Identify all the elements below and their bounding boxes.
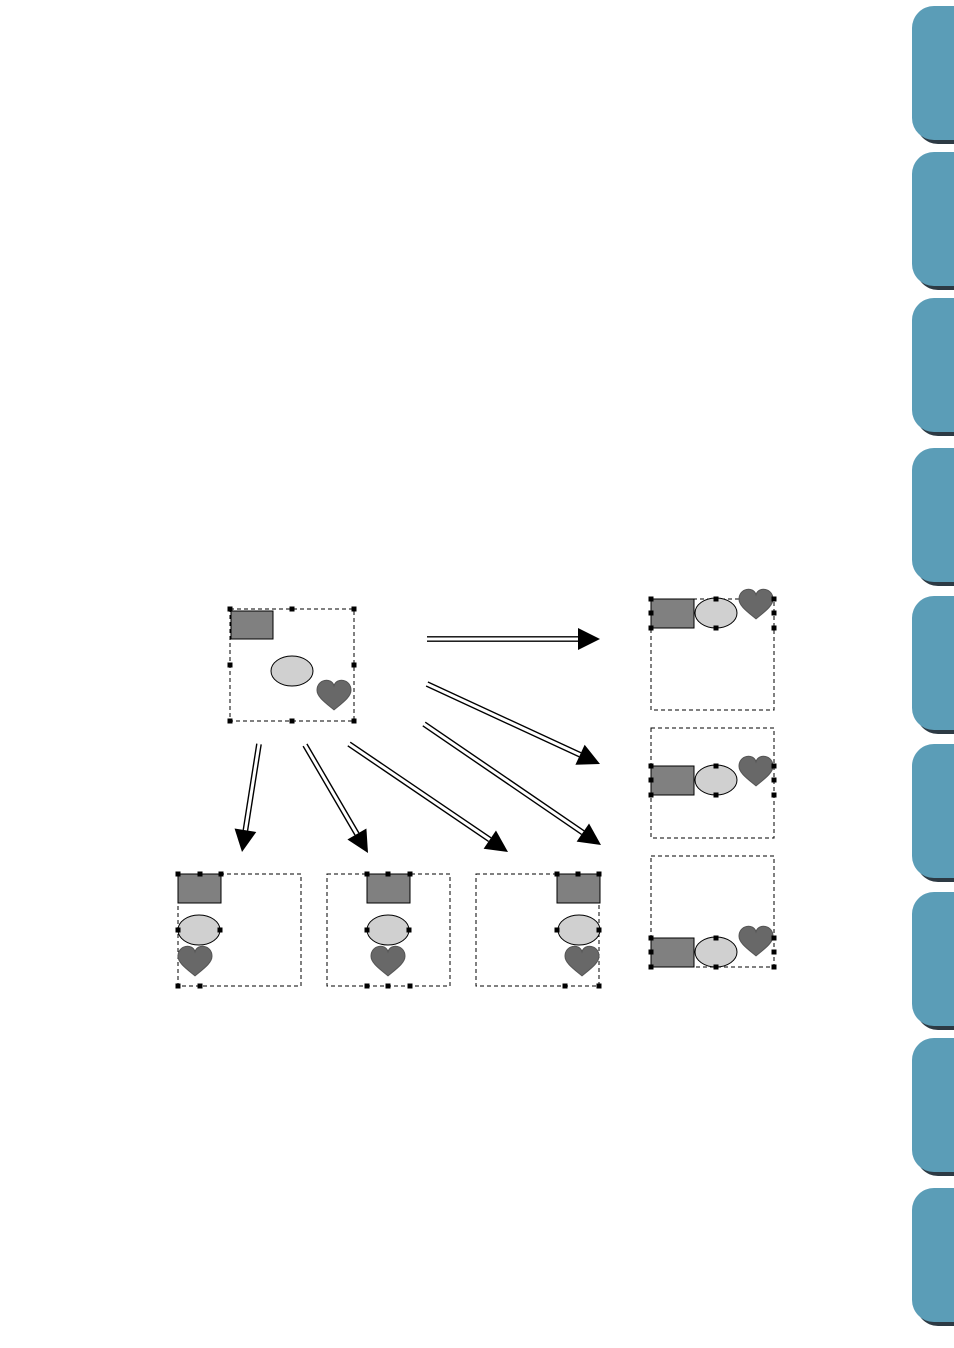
arrow-to-align-bottom bbox=[423, 722, 601, 845]
arrow-shaft-line bbox=[428, 682, 581, 753]
align-top-group bbox=[649, 589, 777, 710]
selection-handle bbox=[176, 872, 181, 877]
selection-handle bbox=[772, 793, 777, 798]
selection-handle bbox=[649, 778, 654, 783]
heart-shape bbox=[739, 926, 773, 956]
arrow-shaft-line bbox=[303, 746, 355, 835]
selection-handle bbox=[772, 611, 777, 616]
arrow-head bbox=[575, 745, 600, 765]
selection-handle bbox=[198, 984, 203, 989]
selection-handle bbox=[219, 872, 224, 877]
heart-shape bbox=[565, 946, 599, 976]
selection-handle bbox=[352, 607, 357, 612]
selection-handle bbox=[714, 764, 719, 769]
selection-handle bbox=[365, 928, 370, 933]
selection-handle bbox=[649, 950, 654, 955]
selection-handle bbox=[597, 872, 602, 877]
align-left-group bbox=[176, 872, 302, 989]
selection-handle bbox=[649, 936, 654, 941]
heart-shape bbox=[739, 756, 773, 786]
selection-handle bbox=[714, 965, 719, 970]
ellipse-shape bbox=[695, 765, 737, 795]
selection-handle bbox=[408, 872, 413, 877]
selection-handle bbox=[563, 984, 568, 989]
selection-handle bbox=[228, 719, 233, 724]
align-bottom-group bbox=[649, 856, 777, 970]
selection-handle bbox=[576, 872, 581, 877]
arrow-shaft-line bbox=[426, 686, 579, 757]
selection-handle bbox=[772, 965, 777, 970]
selection-handle bbox=[649, 597, 654, 602]
rectangle-shape bbox=[231, 611, 273, 639]
selection-handle bbox=[555, 928, 560, 933]
align-middle-group bbox=[649, 728, 777, 838]
selection-handle bbox=[218, 928, 223, 933]
selection-handle bbox=[714, 626, 719, 631]
ellipse-shape bbox=[695, 598, 737, 628]
selection-handle bbox=[649, 965, 654, 970]
align-center-group bbox=[327, 872, 450, 989]
selection-handle bbox=[649, 611, 654, 616]
selection-handle bbox=[649, 626, 654, 631]
rectangle-shape bbox=[178, 874, 221, 903]
arrow-to-align-middle bbox=[426, 682, 600, 765]
ellipse-shape bbox=[271, 656, 313, 686]
arrow-shaft-line bbox=[350, 742, 491, 838]
heart-shape bbox=[317, 680, 351, 710]
selection-handle bbox=[714, 793, 719, 798]
selection-handle bbox=[772, 778, 777, 783]
selection-handle bbox=[408, 984, 413, 989]
arrow-shaft-line bbox=[307, 744, 359, 833]
selection-handle bbox=[365, 984, 370, 989]
selection-handle bbox=[228, 663, 233, 668]
arrow-shaft-line bbox=[348, 746, 489, 842]
selection-handle bbox=[198, 872, 203, 877]
selection-handle bbox=[386, 984, 391, 989]
selection-handle bbox=[407, 928, 412, 933]
selection-handle bbox=[714, 597, 719, 602]
arrow-head bbox=[235, 829, 257, 852]
selection-handle bbox=[714, 936, 719, 941]
align-right-group bbox=[476, 872, 602, 989]
rectangle-shape bbox=[651, 766, 694, 795]
selection-handle bbox=[386, 872, 391, 877]
selection-handle bbox=[352, 663, 357, 668]
selection-handle bbox=[176, 984, 181, 989]
arrow-to-align-right bbox=[348, 742, 508, 852]
selection-handle bbox=[352, 719, 357, 724]
selection-handle bbox=[597, 984, 602, 989]
selection-handle bbox=[772, 764, 777, 769]
heart-shape bbox=[178, 946, 212, 976]
arrow-to-align-center bbox=[303, 744, 368, 853]
selection-handle bbox=[649, 764, 654, 769]
selection-handle bbox=[772, 950, 777, 955]
arrow-to-align-top bbox=[427, 628, 600, 650]
selection-handle bbox=[649, 793, 654, 798]
selection-handle bbox=[290, 719, 295, 724]
groups-layer bbox=[176, 589, 777, 988]
heart-shape bbox=[739, 589, 773, 619]
ellipse-shape bbox=[367, 915, 409, 945]
selection-handle bbox=[228, 607, 233, 612]
selection-handle bbox=[772, 936, 777, 941]
selection-handle bbox=[176, 928, 181, 933]
rectangle-shape bbox=[367, 874, 410, 903]
selection-handle bbox=[365, 872, 370, 877]
selection-handle bbox=[555, 872, 560, 877]
arrow-head bbox=[578, 628, 600, 650]
selection-handle bbox=[772, 597, 777, 602]
rectangle-shape bbox=[651, 938, 694, 967]
ellipse-shape bbox=[695, 937, 737, 967]
original-selection-group bbox=[228, 607, 357, 724]
heart-shape bbox=[371, 946, 405, 976]
selection-handle bbox=[772, 626, 777, 631]
selection-handle bbox=[597, 928, 602, 933]
selection-handle bbox=[290, 607, 295, 612]
ellipse-shape bbox=[178, 915, 220, 945]
arrow-to-align-left bbox=[235, 744, 262, 852]
ellipse-shape bbox=[558, 915, 600, 945]
rectangle-shape bbox=[557, 874, 600, 903]
rectangle-shape bbox=[651, 599, 694, 628]
